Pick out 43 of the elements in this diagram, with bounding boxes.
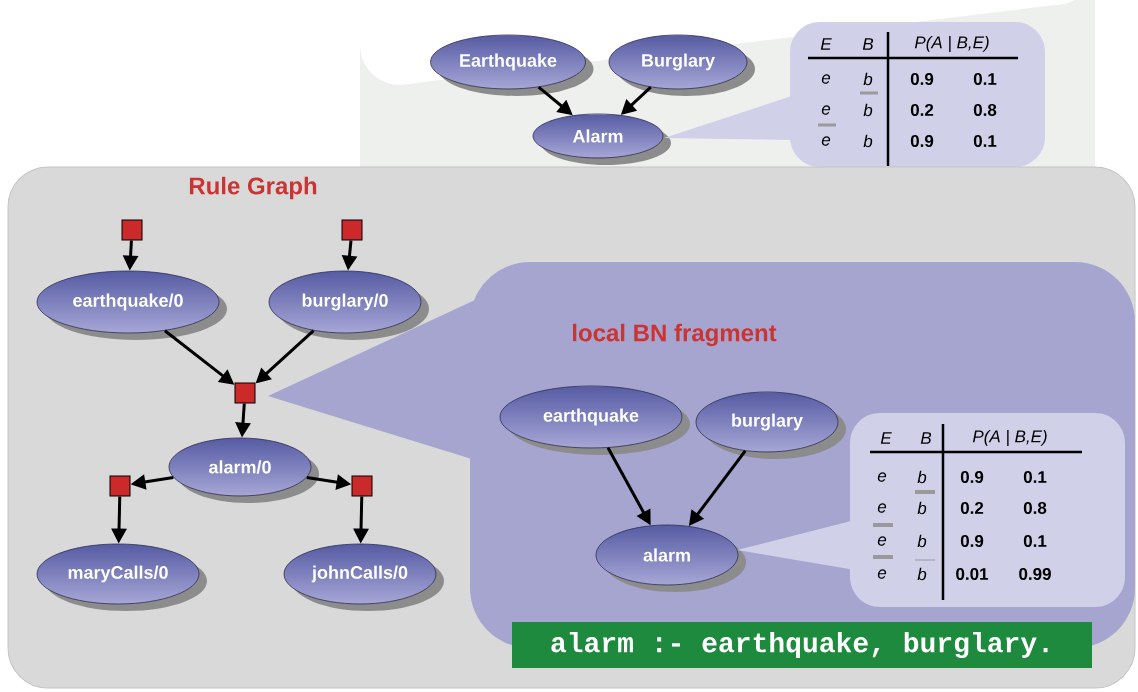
variable-value: b — [917, 470, 927, 484]
probability-value: 0.8 — [973, 103, 997, 116]
table-header: B — [920, 432, 932, 444]
probability-value: 0.2 — [960, 501, 984, 514]
variable-value: b — [917, 567, 927, 581]
factor-square — [341, 219, 363, 241]
table-header: E — [880, 432, 892, 444]
factor-square — [109, 475, 131, 497]
probability-value: 0.99 — [1019, 567, 1051, 580]
probability-value: 0.1 — [973, 72, 997, 85]
variable-value: e — [877, 503, 887, 513]
probability-value: 0.9 — [910, 134, 934, 147]
probability-value: 0.8 — [1023, 501, 1047, 514]
probability-value: 0.9 — [910, 72, 934, 85]
variable-value: b — [917, 534, 927, 548]
table-header: P(A | B,E) — [972, 429, 1047, 447]
factor-square — [351, 475, 373, 497]
probability-value: 0.1 — [1023, 534, 1047, 547]
table-header: P(A | B,E) — [914, 35, 989, 53]
probability-value: 0.1 — [1023, 470, 1047, 483]
variable-value: e — [821, 74, 831, 84]
heading: Rule Graph — [189, 176, 317, 200]
variable-value: b — [863, 103, 873, 117]
variable-value: e — [821, 136, 831, 146]
ellipse-node: Earthquake — [430, 34, 594, 96]
variable-value: b — [917, 501, 927, 515]
table-header: E — [820, 38, 832, 50]
factor-square — [121, 219, 143, 241]
variable-value: e — [877, 472, 887, 482]
variable-value: e — [877, 569, 887, 579]
code-box: alarm :- earthquake, burglary. — [512, 622, 1092, 668]
variable-value: e — [821, 105, 831, 115]
probability-value: 0.01 — [956, 567, 989, 580]
variable-value: b — [863, 134, 873, 148]
variable-value: e — [877, 536, 887, 546]
table-header: B — [862, 38, 874, 50]
probability-value: 0.9 — [960, 534, 984, 547]
probability-value: 0.1 — [973, 134, 997, 147]
ellipse-node: Burglary — [608, 34, 755, 96]
probability-value: 0.2 — [910, 103, 934, 116]
probability-value: 0.9 — [960, 470, 984, 483]
variable-value: b — [863, 72, 873, 86]
factor-square — [234, 382, 256, 404]
